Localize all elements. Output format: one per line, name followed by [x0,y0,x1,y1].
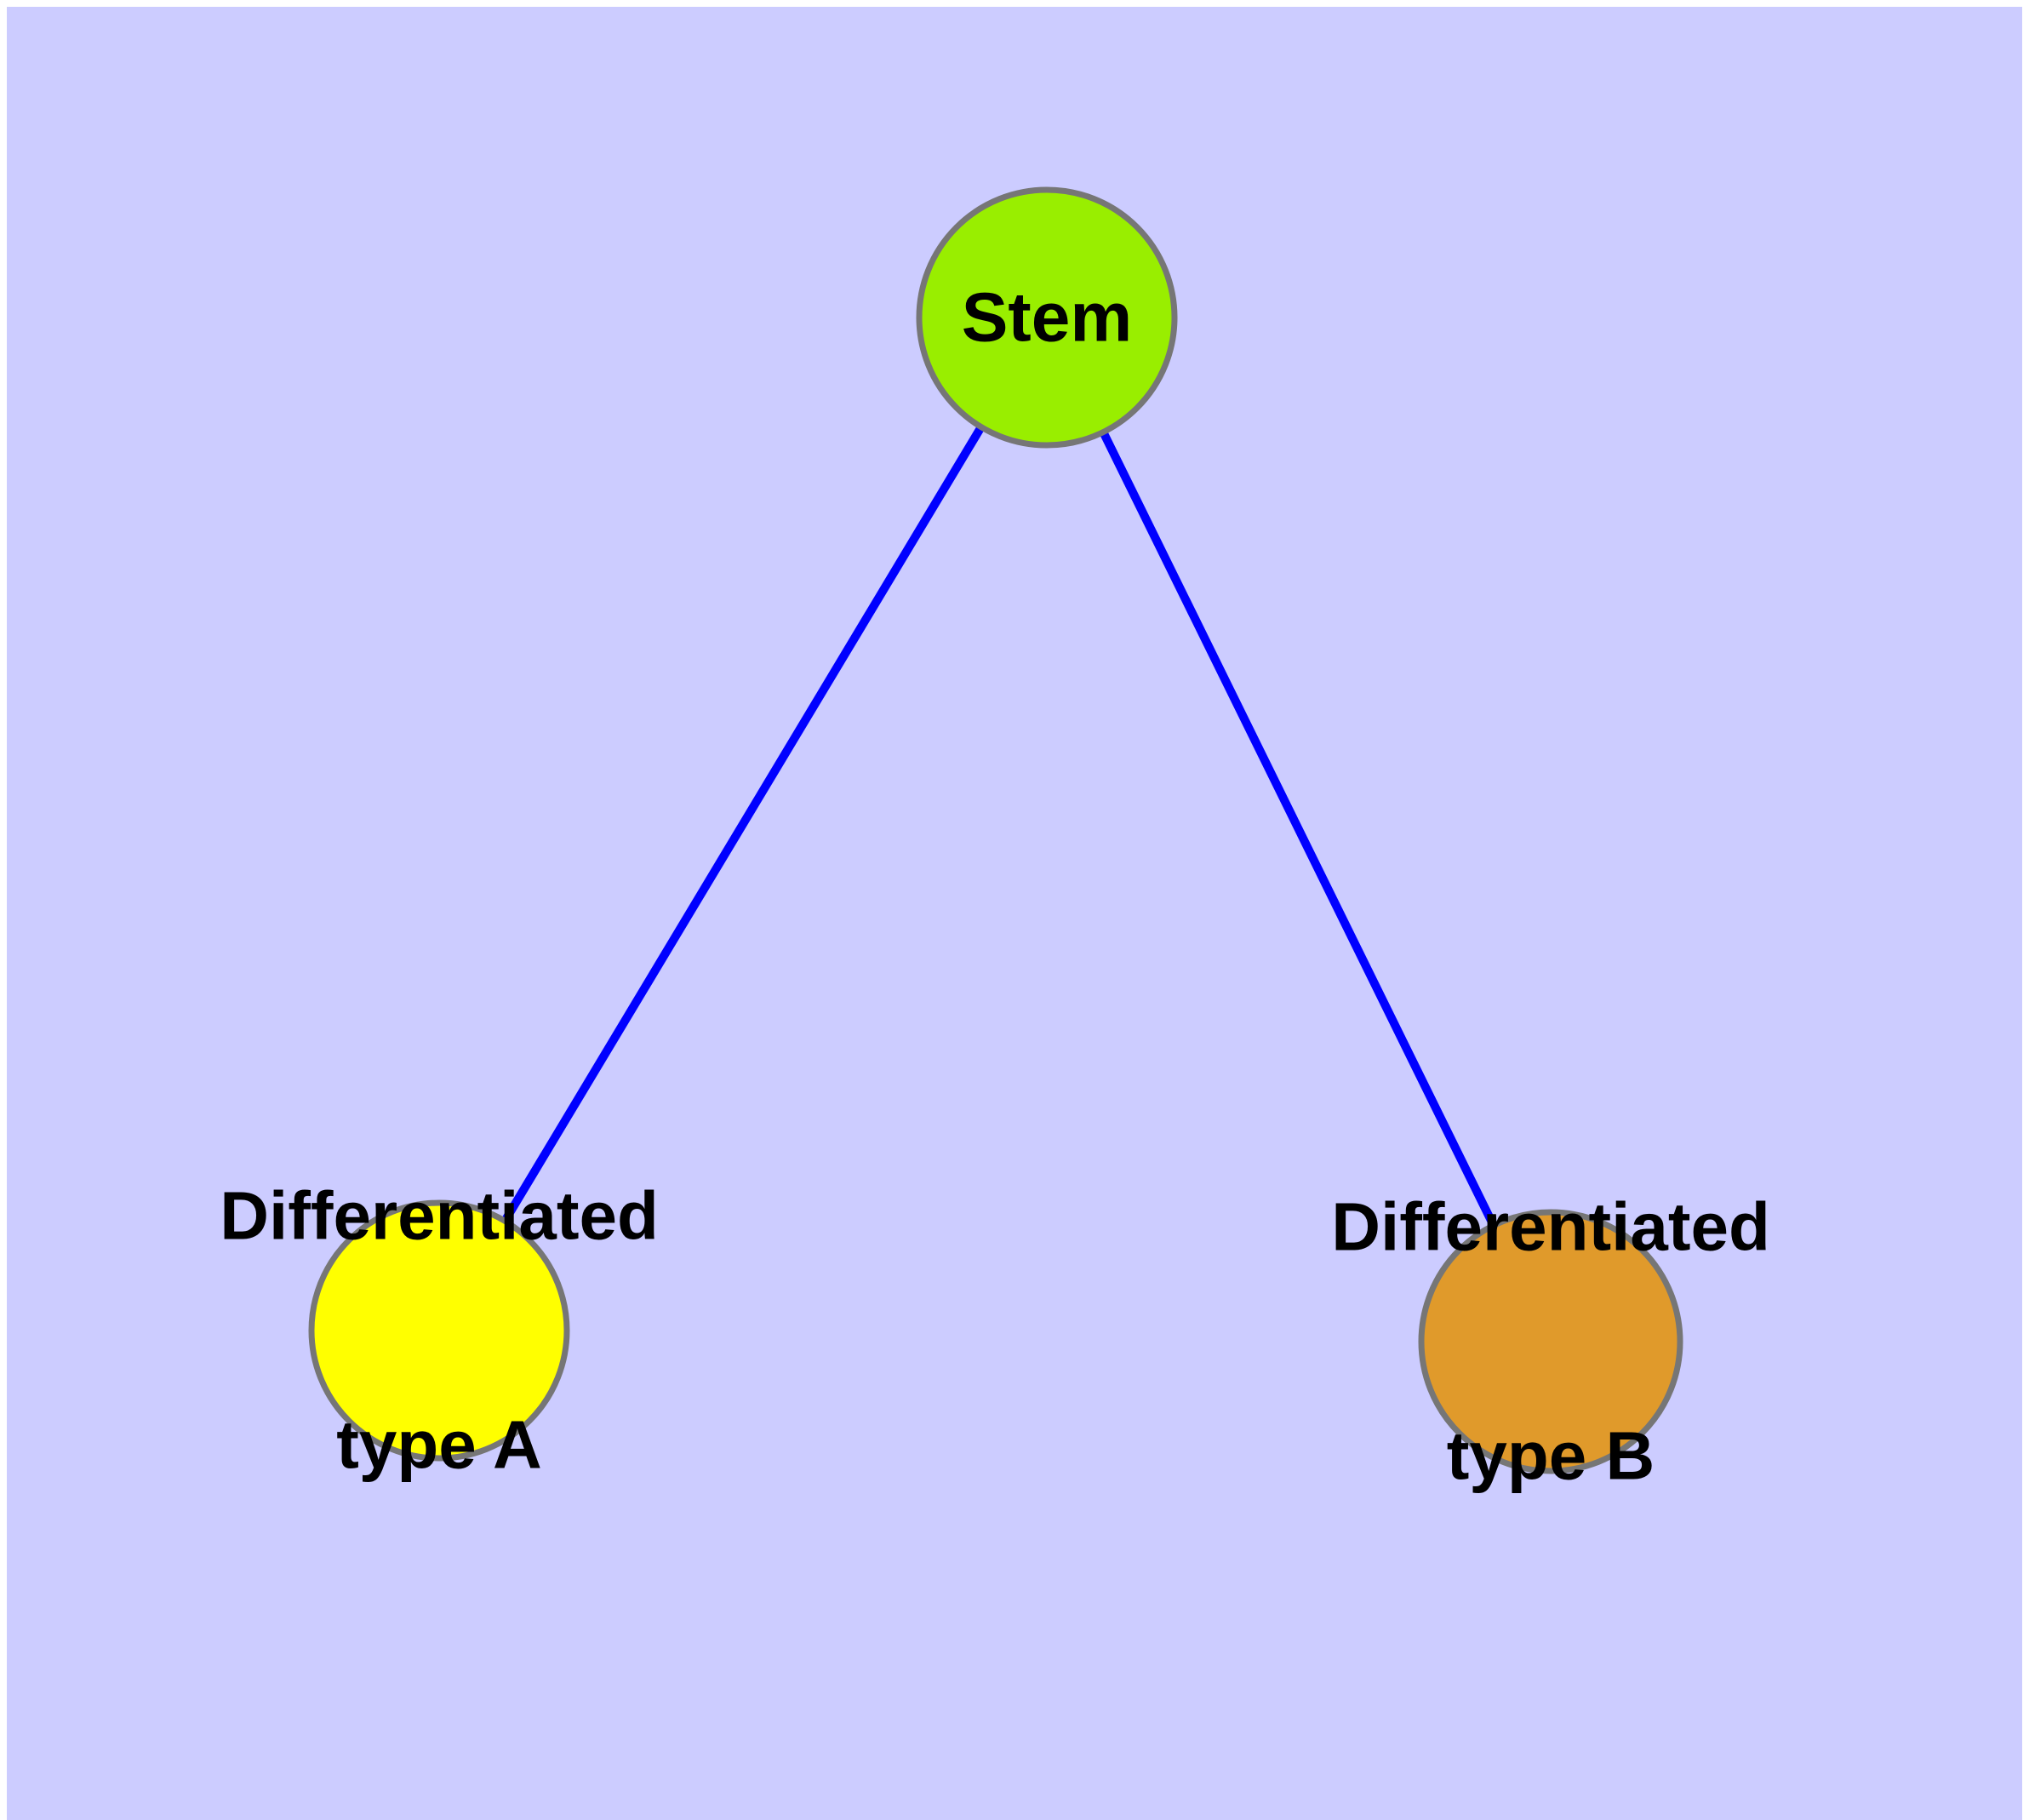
edge-stem-to-differentiated-type-a[interactable] [497,419,989,1229]
node-layer [308,186,1683,1474]
edge-stem-to-differentiated-type-b[interactable] [1096,424,1500,1234]
node-differentiated-type-a[interactable] [308,1199,570,1462]
node-stem[interactable] [916,186,1178,449]
node-differentiated-type-b[interactable] [1418,1209,1683,1474]
edge-layer [497,419,1500,1234]
